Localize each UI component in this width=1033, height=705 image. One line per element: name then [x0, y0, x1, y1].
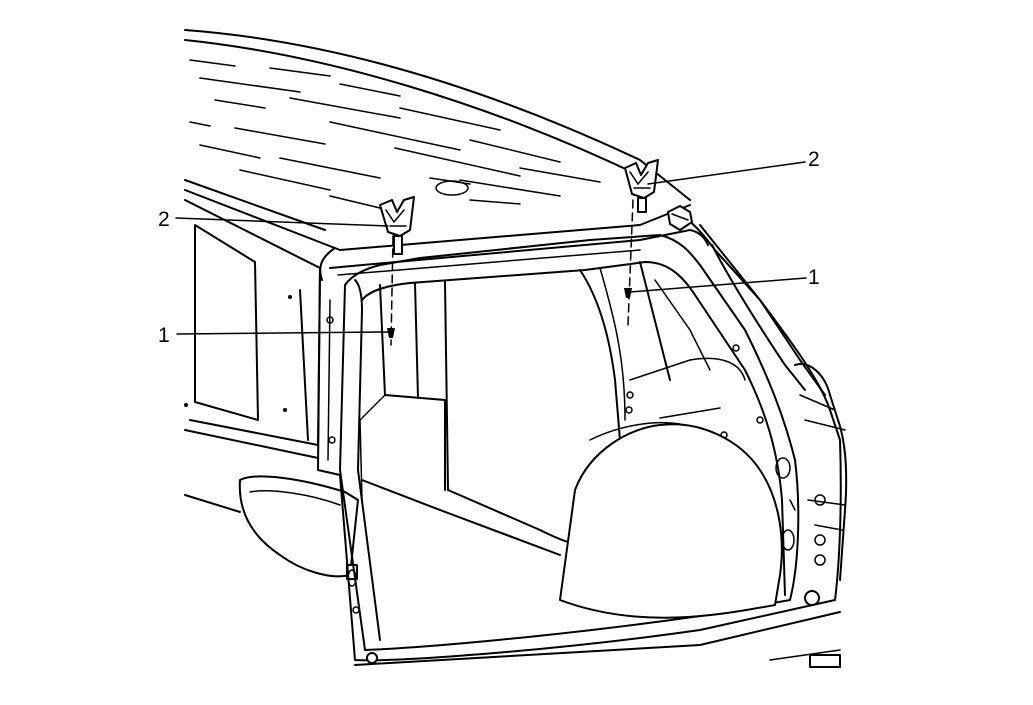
leader-lines: [175, 161, 807, 335]
callout-label-left-hole: 1: [158, 324, 170, 347]
side-mirror: [184, 475, 359, 580]
callout-label-right-clip: 2: [808, 148, 820, 171]
install-lines: [390, 199, 634, 346]
left-body-side: [184, 199, 321, 459]
cargo-interior: [359, 261, 783, 619]
right-roof-clip: [624, 159, 659, 213]
rear-opening-frame: [317, 214, 848, 668]
pillar-clip: [667, 205, 693, 231]
right-clip-hole: [624, 288, 632, 298]
callout-label-right-hole: 1: [808, 266, 820, 289]
callout-label-left-clip: 2: [158, 208, 170, 231]
roof-panel: [184, 29, 691, 281]
left-clip-hole: [387, 328, 395, 338]
